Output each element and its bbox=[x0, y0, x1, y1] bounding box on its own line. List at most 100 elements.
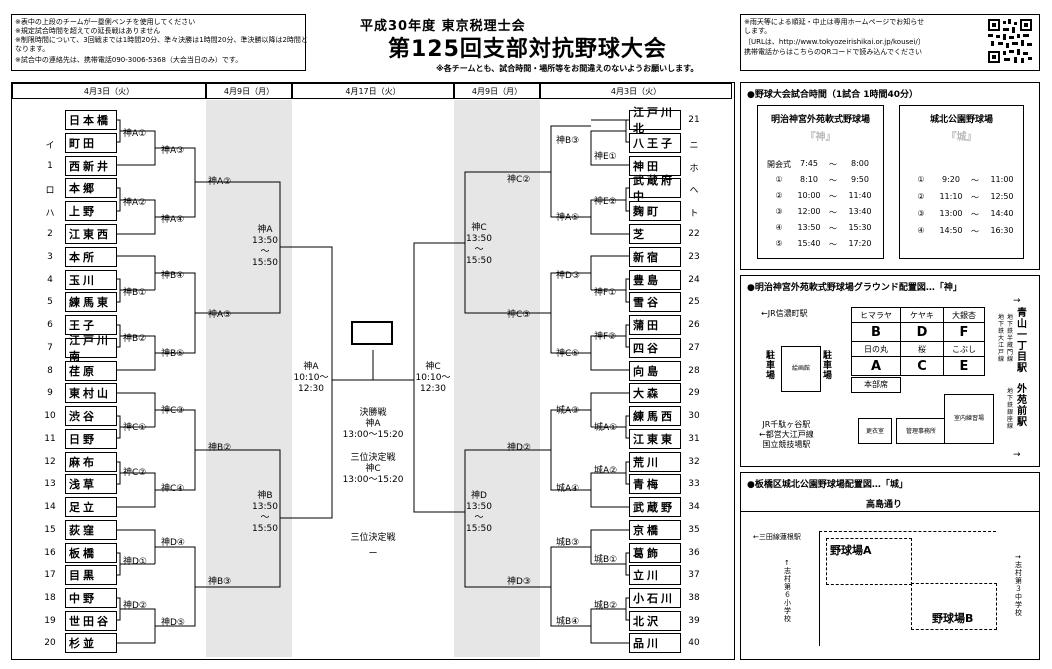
team-box: 向島 bbox=[629, 361, 681, 381]
station-label: ←都営大江戸線 bbox=[759, 430, 814, 439]
team-box: 麻布 bbox=[65, 452, 117, 472]
team-number: 31 bbox=[688, 434, 700, 444]
team-box: 雪谷 bbox=[629, 292, 681, 312]
team-box: 本所 bbox=[65, 247, 117, 267]
third-label: 三位決定戦 bbox=[350, 453, 396, 463]
team-number: ハ bbox=[45, 209, 55, 219]
schedule-cell: ① bbox=[775, 175, 783, 184]
game-label: 城A② bbox=[594, 466, 618, 476]
team-box: 町田 bbox=[65, 133, 117, 153]
team-number: 22 bbox=[688, 229, 700, 239]
training-label: 室内練習場 bbox=[953, 415, 984, 422]
qr-code-icon[interactable] bbox=[988, 19, 1032, 63]
field-name: ケヤキ bbox=[900, 307, 944, 323]
team-box: 八王子 bbox=[629, 133, 681, 153]
team-number: 18 bbox=[44, 593, 56, 603]
game-time: 15:50 bbox=[466, 256, 492, 266]
team-box: 浅草 bbox=[65, 474, 117, 494]
team-box: 四谷 bbox=[629, 338, 681, 358]
field-a-box: 野球場A bbox=[826, 538, 912, 585]
third-info: 三位決定戦 神C 13:00〜15:20 bbox=[330, 453, 416, 486]
qf-label: 神C 10:10〜 12:30 bbox=[414, 362, 452, 395]
team-box: 中野 bbox=[65, 588, 117, 608]
schedule-cell: 9:50 bbox=[851, 175, 869, 184]
game-label: 神C④ bbox=[161, 484, 185, 494]
team-number: 5 bbox=[47, 297, 53, 307]
team-number: 8 bbox=[47, 366, 53, 376]
team-number: 4 bbox=[47, 275, 53, 285]
team-box: 芝 bbox=[629, 224, 681, 244]
third-time: 13:00〜15:20 bbox=[342, 475, 404, 485]
schedule-cell: 12:50 bbox=[990, 192, 1014, 201]
road-line bbox=[741, 511, 1039, 512]
qf-label: 神A 10:10〜 12:30 bbox=[293, 362, 329, 395]
schedule-cell: 13:00 bbox=[939, 209, 963, 218]
schedule-cell: 〜 bbox=[829, 192, 837, 201]
team-box: 京橋 bbox=[629, 520, 681, 540]
note-line: ※制限時間について、3回戦までは1時間20分、準々決勝は1時間20分、準決勝以降… bbox=[15, 36, 308, 44]
johoku-title: 城北公園野球場 bbox=[929, 115, 993, 125]
team-number: 7 bbox=[47, 343, 53, 353]
team-box: 小石川 bbox=[629, 588, 681, 608]
notes-left-box: ※表中の上段のチームが一塁側ベンチを使用してください ※規定試合時間を超えての延… bbox=[11, 14, 308, 71]
page-title: 第125回支部対抗野球大会 bbox=[388, 37, 667, 62]
semi-label: 神D 13:50 〜 15:50 bbox=[465, 491, 493, 535]
schedule-cell: 16:30 bbox=[990, 226, 1014, 235]
meiji-map-title: ●明治神宮外苑軟式野球場グラウンド配置図…「神」 bbox=[747, 283, 962, 293]
team-number: 40 bbox=[688, 638, 700, 648]
team-number: イ bbox=[45, 141, 55, 151]
team-box: 北沢 bbox=[629, 611, 681, 631]
game-label: 神D④ bbox=[161, 538, 185, 548]
team-number: ニ bbox=[689, 141, 699, 151]
game-label: 城B① bbox=[594, 555, 618, 565]
team-box: 蒲田 bbox=[629, 315, 681, 335]
schedule-cell: 8:10 bbox=[800, 175, 818, 184]
team-number: 35 bbox=[688, 525, 700, 535]
game-time: 15:50 bbox=[252, 524, 278, 534]
semi-label: 神A 13:50 〜 15:50 bbox=[250, 225, 280, 269]
game-time: 〜 bbox=[260, 247, 270, 257]
arrow-right-icon: → bbox=[1013, 296, 1021, 306]
schedule-cell: 〜 bbox=[971, 227, 979, 236]
arrow-right-icon: → bbox=[1013, 450, 1021, 460]
game-label: 神E② bbox=[594, 197, 617, 207]
team-box: 玉川 bbox=[65, 270, 117, 290]
schedule-cell: 17:20 bbox=[848, 239, 872, 248]
game-time: 〜 bbox=[474, 245, 484, 255]
note-line: ※規定試合時間を超えての延長戦はありません bbox=[15, 27, 161, 35]
schedule-cell: 〜 bbox=[829, 160, 837, 169]
team-number: 29 bbox=[688, 388, 700, 398]
notes-right-box: ※雨天等による順延・中止は専用ホームページでお知らせ します。 〔URLは、ht… bbox=[740, 14, 1040, 71]
game-label: 神B⑤ bbox=[161, 349, 185, 359]
game-name: 神C bbox=[425, 362, 441, 372]
game-label: 神B① bbox=[123, 288, 147, 298]
jr-shinanomachi: ←JR信濃町駅 bbox=[761, 309, 808, 318]
team-number: 13 bbox=[44, 479, 56, 489]
schedule-cell: ⑤ bbox=[775, 239, 783, 248]
game-time: 15:50 bbox=[252, 258, 278, 268]
game-label: 神E① bbox=[594, 152, 617, 162]
schedule-cell: ② bbox=[775, 191, 783, 200]
station-gaienmae: 外苑前駅 bbox=[1017, 384, 1027, 428]
note-line: ※試合中の連絡先は、携帯電話090-3006-5368（大会当日のみ）です。 bbox=[15, 56, 243, 64]
team-box: 江戸川南 bbox=[65, 334, 117, 363]
game-label: 城A④ bbox=[556, 484, 580, 494]
team-box: 豊島 bbox=[629, 270, 681, 290]
training-box: 室内練習場 bbox=[944, 394, 994, 444]
team-number: 30 bbox=[688, 411, 700, 421]
schedule-cell: 8:00 bbox=[851, 159, 869, 168]
meiji-mark: 『神』 bbox=[805, 132, 836, 143]
jr-sendagaya: JR千駄ヶ谷駅 ←都営大江戸線 国立競技場駅 bbox=[759, 420, 814, 450]
game-label: 神A② bbox=[123, 198, 147, 208]
field-name: ヒマラヤ bbox=[851, 307, 901, 323]
team-number: 39 bbox=[688, 616, 700, 626]
game-time: 〜 bbox=[474, 513, 484, 523]
team-number: 37 bbox=[688, 570, 700, 580]
team-box: 江東東 bbox=[629, 429, 681, 449]
subway-line: 地下鉄銀座線 bbox=[1007, 388, 1014, 430]
team-box: 立川 bbox=[629, 565, 681, 585]
game-time: 〜 bbox=[260, 513, 270, 523]
team-box: 荻窪 bbox=[65, 520, 117, 540]
team-box: 足立 bbox=[65, 497, 117, 517]
